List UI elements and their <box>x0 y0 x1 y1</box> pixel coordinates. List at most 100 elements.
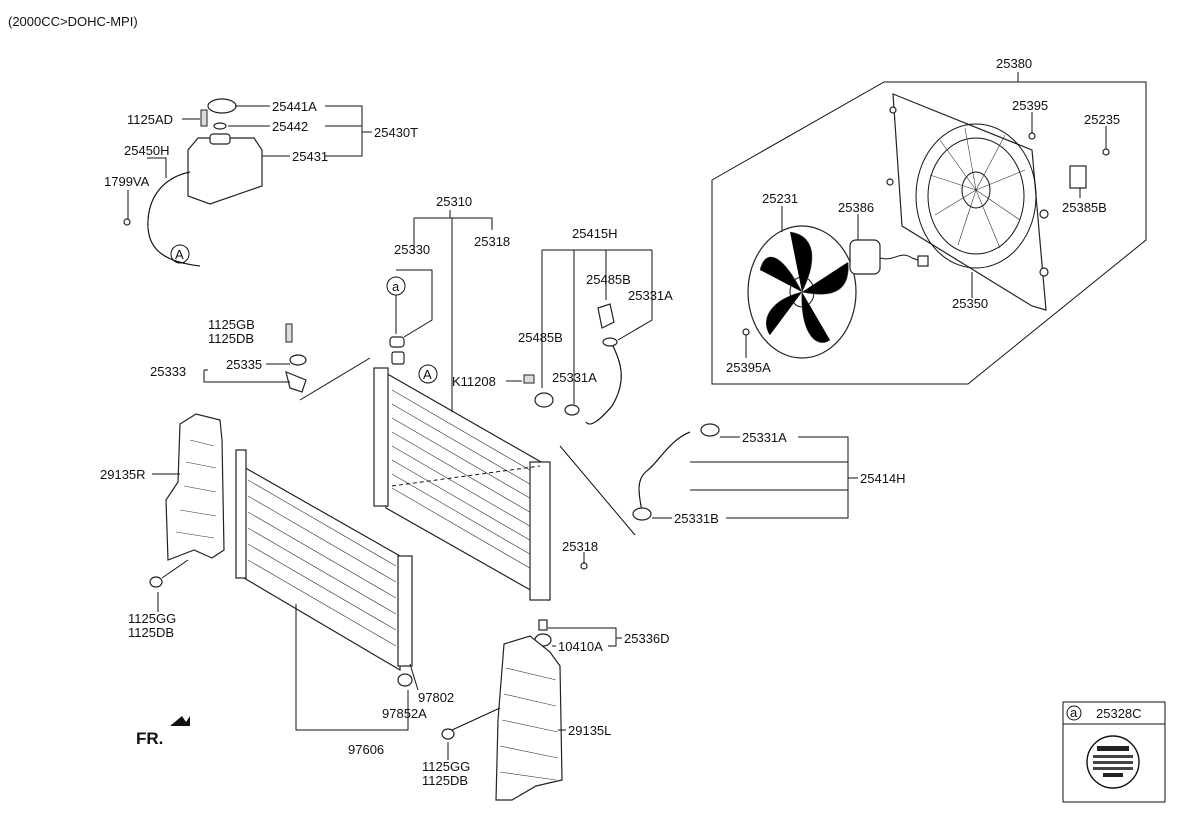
fan-assembly-frame <box>711 81 1147 385</box>
bracket-25333 <box>285 371 307 393</box>
air-guard-right-group: 29135R 1125GG 1125DB <box>100 413 225 640</box>
callout-25335: 25335 <box>226 357 262 372</box>
clip-1799VA <box>123 218 131 226</box>
callout-K11208: K11208 <box>452 374 496 389</box>
callout-97852A: 97852A <box>382 706 427 721</box>
condenser-group: 97802 97852A 97606 <box>235 449 454 757</box>
callout-25485B-lower: 25485B <box>518 330 563 345</box>
callout-25330: 25330 <box>394 242 430 257</box>
callout-1125DB-a: 1125DB <box>208 331 254 346</box>
air-guard-29135R <box>165 413 225 561</box>
callout-25350: 25350 <box>952 296 988 311</box>
lower-hose-group: 25331A 25414H 25331B <box>632 423 906 526</box>
callout-97606: 97606 <box>348 742 384 757</box>
reservoir-group: A 1125AD 25441A 25442 25430T 25450H 2543… <box>104 98 418 267</box>
front-label: FR. <box>136 729 163 748</box>
callout-1125GB: 1125GB <box>208 317 255 332</box>
screw-25395 <box>1028 132 1036 140</box>
callout-25331B: 25331B <box>674 511 719 526</box>
fitting-25485B <box>534 392 554 408</box>
clamp-25331A-lower <box>564 404 580 416</box>
callout-25386: 25386 <box>838 200 874 215</box>
callout-25333: 25333 <box>150 364 186 379</box>
fan-shroud-25350 <box>886 93 1049 311</box>
bolt-1125GB <box>285 323 293 343</box>
seal-25442 <box>213 122 227 130</box>
screw-25235 <box>1102 148 1110 156</box>
reservoir-cap-25441A <box>207 98 237 114</box>
bolt-1125GG-b <box>441 728 455 740</box>
resistor-25385B <box>1069 165 1087 189</box>
fan-assembly-group: 25380 25395 25235 25385B 25231 25386 253… <box>711 56 1147 385</box>
callout-25431: 25431 <box>292 149 328 164</box>
callout-29135R: 29135R <box>100 467 146 482</box>
callout-1125DB-c: 1125DB <box>422 773 468 788</box>
callout-25395: 25395 <box>1012 98 1048 113</box>
svg-text:A: A <box>175 247 184 262</box>
clamp-25331A-upper <box>602 337 618 347</box>
hose-25414H <box>638 431 691 513</box>
marker-A-radiator <box>418 364 438 384</box>
callout-25318-mid: 25318 <box>562 539 598 554</box>
callout-10410A: 10410A <box>558 639 603 654</box>
callout-25318-top: 25318 <box>474 234 510 249</box>
callout-25336D: 25336D <box>624 631 670 646</box>
callout-29135L: 29135L <box>568 723 611 738</box>
engine-spec-label: (2000CC>DOHC-MPI) <box>8 14 138 29</box>
callout-25415H: 25415H <box>572 226 618 241</box>
radiator-group: a A 25310 25318 25330 1125GB 1125DB 2533… <box>150 194 670 654</box>
bolt-1125GG-a <box>149 576 163 588</box>
drain-25336D <box>538 619 548 631</box>
svg-text:A: A <box>423 367 432 382</box>
cooling-fan-25231 <box>747 225 857 359</box>
radiator-left-tank <box>373 367 389 507</box>
air-guard-left-group: 29135L 1125GG 1125DB <box>422 635 611 801</box>
callout-1799VA: 1799VA <box>104 174 150 189</box>
callout-25231: 25231 <box>762 191 798 206</box>
callout-25235: 25235 <box>1084 112 1120 127</box>
callout-1125AD: 1125AD <box>127 112 173 127</box>
callout-97802: 97802 <box>418 690 454 705</box>
callout-1125DB-b: 1125DB <box>128 625 174 640</box>
svg-text:a: a <box>392 279 400 294</box>
hose-25485B-upper <box>597 303 615 329</box>
callout-1125GG-a: 1125GG <box>128 611 176 626</box>
bolt-1125AD <box>200 109 208 127</box>
callout-25380: 25380 <box>996 56 1032 71</box>
air-guard-29135L <box>495 635 563 801</box>
clamp-25331A-hose <box>700 423 720 437</box>
radiator-right-tank <box>529 461 551 601</box>
callout-25442: 25442 <box>272 119 308 134</box>
bolt-K11208 <box>523 374 535 384</box>
callout-25450H: 25450H <box>124 143 170 158</box>
clamp-25331B <box>632 507 652 521</box>
svg-text:a: a <box>1070 705 1078 720</box>
callout-25331A-lower: 25331A <box>552 370 597 385</box>
callout-25441A: 25441A <box>272 99 317 114</box>
insulator-25335 <box>289 354 307 366</box>
fan-motor-25386 <box>849 239 929 275</box>
screw-25395A <box>742 328 750 336</box>
callout-25385B: 25385B <box>1062 200 1107 215</box>
callout-25430T: 25430T <box>374 125 418 140</box>
callout-25331A-hose: 25331A <box>742 430 787 445</box>
condenser-left-tank <box>235 449 247 579</box>
callout-25310: 25310 <box>436 194 472 209</box>
callout-25331A-upper: 25331A <box>628 288 673 303</box>
upper-hose-group: 25415H 25485B 25331A 25485B 25331A K1120… <box>452 226 673 425</box>
front-direction-indicator: FR. <box>136 716 190 748</box>
insulator-97852A <box>397 673 413 687</box>
marker-A-reservoir <box>170 244 190 264</box>
reservoir-tank-25431 <box>187 137 263 205</box>
callout-1125GG-b: 1125GG <box>422 759 470 774</box>
bracket-25318 <box>580 562 588 570</box>
caution-label-box: a 25328C <box>1062 701 1166 803</box>
front-arrow-icon <box>170 716 190 726</box>
callout-25414H: 25414H <box>860 471 906 486</box>
callout-25328C: 25328C <box>1096 706 1142 721</box>
condenser-right-tank-97802 <box>397 555 413 667</box>
callout-25395A: 25395A <box>726 360 771 375</box>
marker-a-label <box>1066 705 1082 721</box>
radiator-cap-25330 <box>389 336 405 348</box>
